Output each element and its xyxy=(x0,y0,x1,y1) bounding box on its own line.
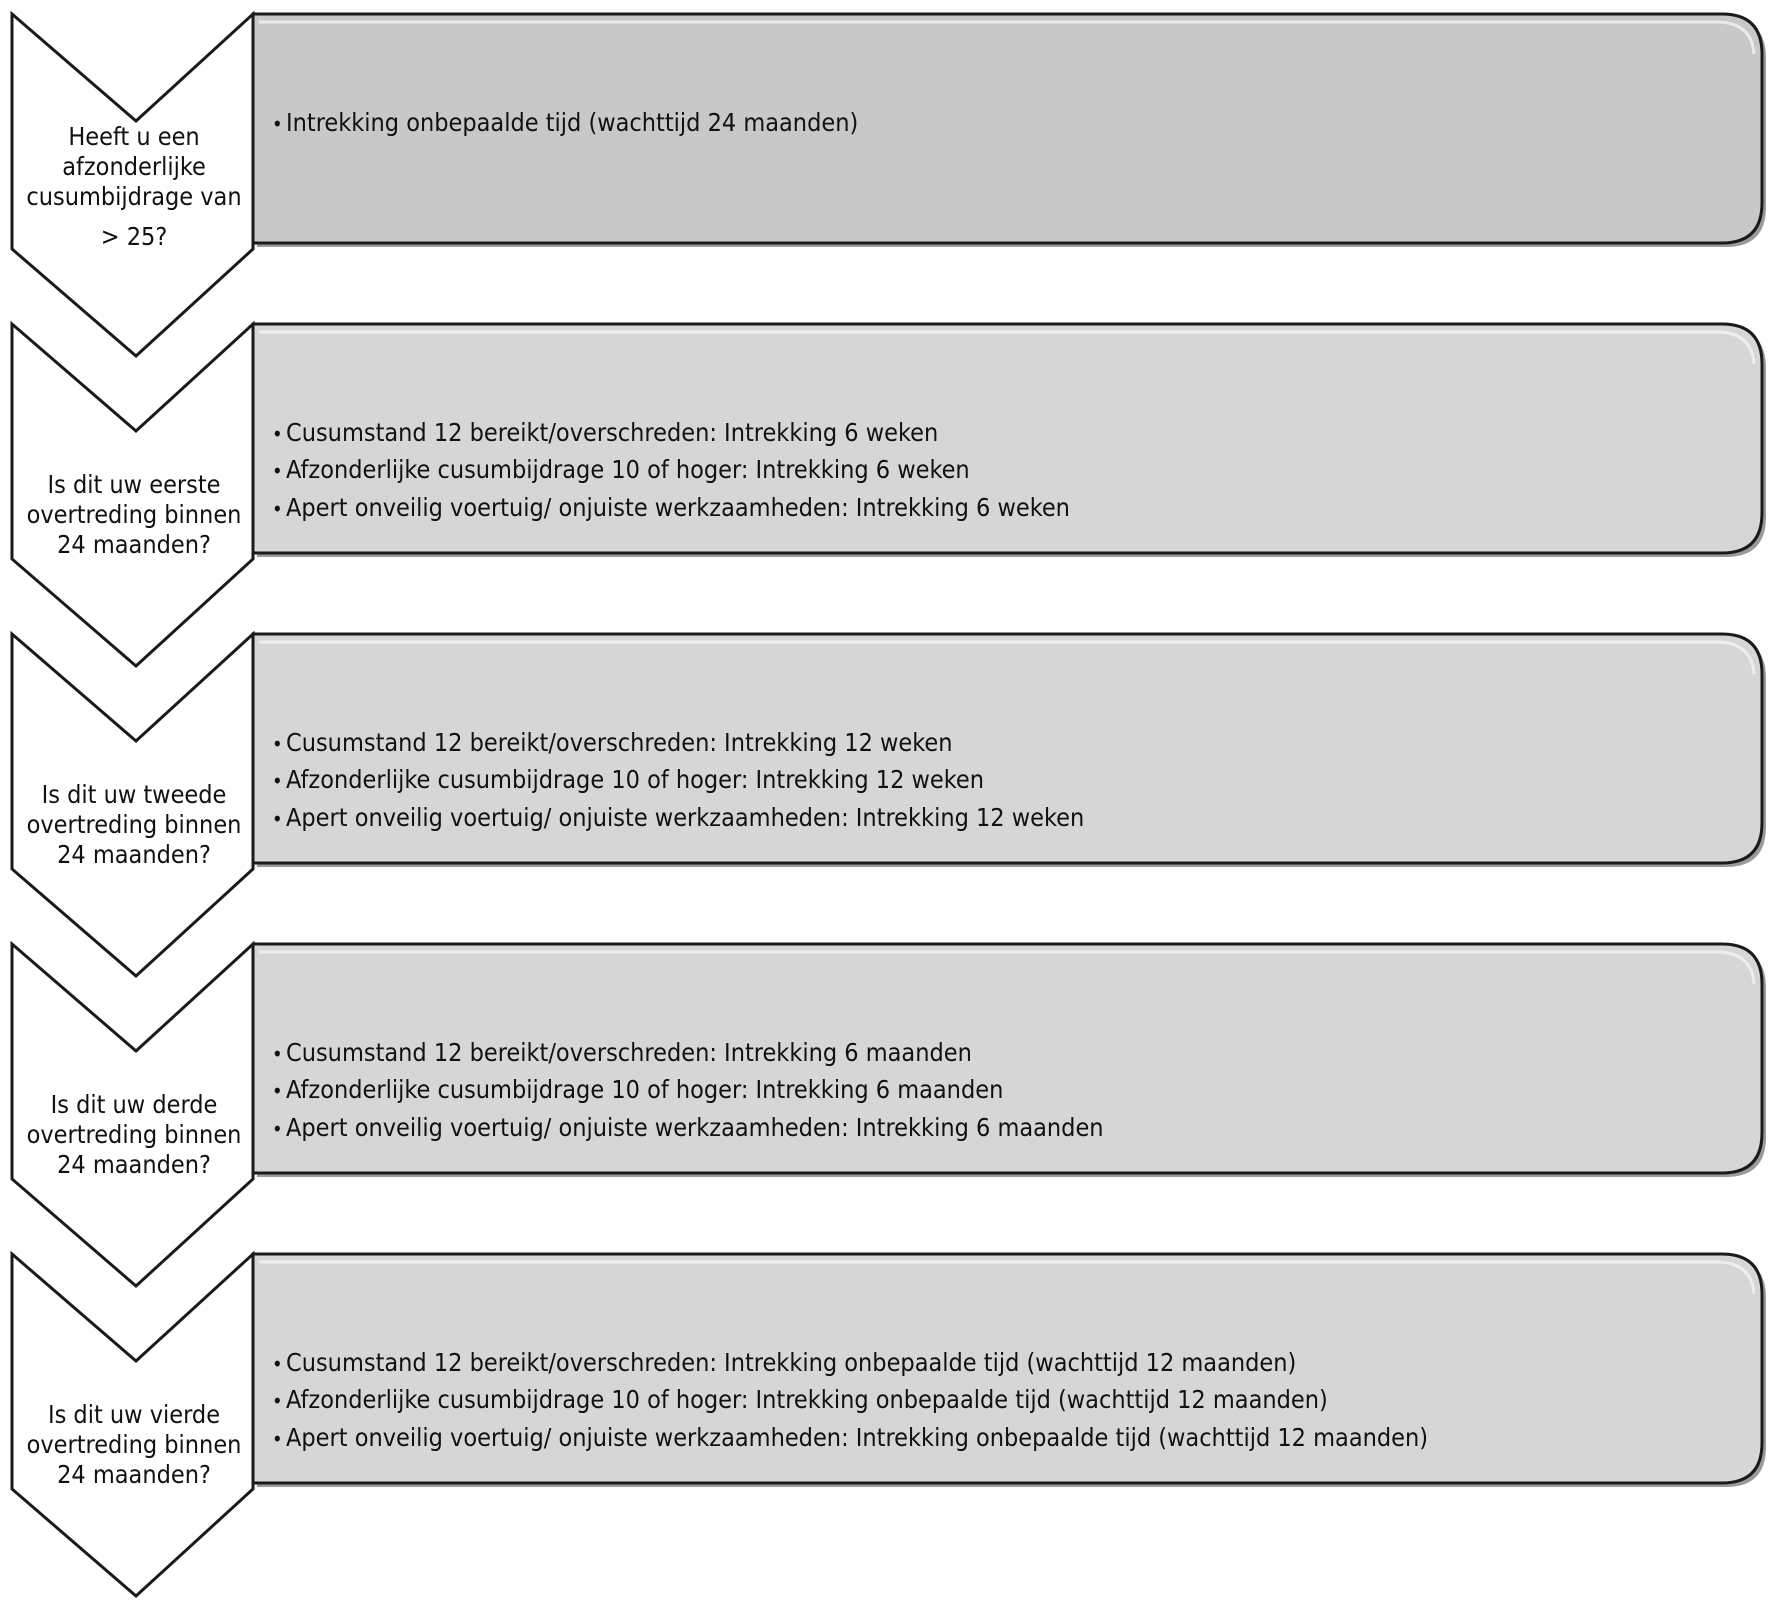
consequence-item: Cusumstand 12 bereikt/overschreden: Intr… xyxy=(272,1035,1104,1072)
question-line: 24 maanden? xyxy=(57,1150,211,1179)
chevron-step-5 xyxy=(10,1250,255,1599)
question-line: overtreding binnen xyxy=(26,1430,242,1459)
consequence-item: Apert onveilig voertuig/ onjuiste werkza… xyxy=(272,490,1070,527)
question-line: > 25? xyxy=(100,222,168,251)
consequence-item: Afzonderlijke cusumbijdrage 10 of hoger:… xyxy=(272,1382,1428,1419)
chevron-step-3 xyxy=(10,630,255,979)
question-line: afzonderlijke xyxy=(62,152,206,181)
box-highlight-step-2 xyxy=(259,330,1756,365)
question-line: Is dit uw eerste xyxy=(47,470,221,499)
chevron-step-1 xyxy=(10,10,255,359)
consequence-item: Intrekking onbepaalde tijd (wachttijd 24… xyxy=(272,105,858,142)
box-step-1 xyxy=(251,12,1764,245)
question-line: Is dit uw tweede xyxy=(41,780,227,809)
consequence-list-step-3: Cusumstand 12 bereikt/overschreden: Intr… xyxy=(272,725,1084,837)
question-line: cusumbijdrage van xyxy=(26,182,242,211)
question-line: Is dit uw vierde xyxy=(47,1400,221,1429)
consequence-list-step-1: Intrekking onbepaalde tijd (wachttijd 24… xyxy=(272,105,858,142)
consequence-item: Afzonderlijke cusumbijdrage 10 of hoger:… xyxy=(272,762,1084,799)
consequence-list-step-2: Cusumstand 12 bereikt/overschreden: Intr… xyxy=(272,415,1070,527)
question-line: overtreding binnen xyxy=(26,500,242,529)
consequence-list-step-5: Cusumstand 12 bereikt/overschreden: Intr… xyxy=(272,1345,1428,1457)
consequence-item: Cusumstand 12 bereikt/overschreden: Intr… xyxy=(272,415,1070,452)
box-highlight-step-4 xyxy=(259,950,1756,985)
box-highlight-step-5 xyxy=(259,1260,1756,1295)
question-line: Heeft u een xyxy=(68,122,200,151)
consequence-item: Afzonderlijke cusumbijdrage 10 of hoger:… xyxy=(272,452,1070,489)
question-line: Is dit uw derde xyxy=(50,1090,218,1119)
consequence-list-step-4: Cusumstand 12 bereikt/overschreden: Intr… xyxy=(272,1035,1104,1147)
consequence-item: Apert onveilig voertuig/ onjuiste werkza… xyxy=(272,1420,1428,1457)
consequence-item: Cusumstand 12 bereikt/overschreden: Intr… xyxy=(272,1345,1428,1382)
consequence-item: Apert onveilig voertuig/ onjuiste werkza… xyxy=(272,800,1084,837)
question-line: 24 maanden? xyxy=(57,1460,211,1489)
question-line: 24 maanden? xyxy=(57,840,211,869)
chevron-step-4 xyxy=(10,940,255,1289)
consequence-item: Cusumstand 12 bereikt/overschreden: Intr… xyxy=(272,725,1084,762)
consequence-item: Apert onveilig voertuig/ onjuiste werkza… xyxy=(272,1110,1104,1147)
chevron-step-2 xyxy=(10,320,255,669)
consequence-item: Afzonderlijke cusumbijdrage 10 of hoger:… xyxy=(272,1072,1104,1109)
box-highlight-step-1 xyxy=(259,20,1756,55)
question-line: 24 maanden? xyxy=(57,530,211,559)
box-highlight-step-3 xyxy=(259,640,1756,675)
question-line: overtreding binnen xyxy=(26,1120,242,1149)
question-line: overtreding binnen xyxy=(26,810,242,839)
